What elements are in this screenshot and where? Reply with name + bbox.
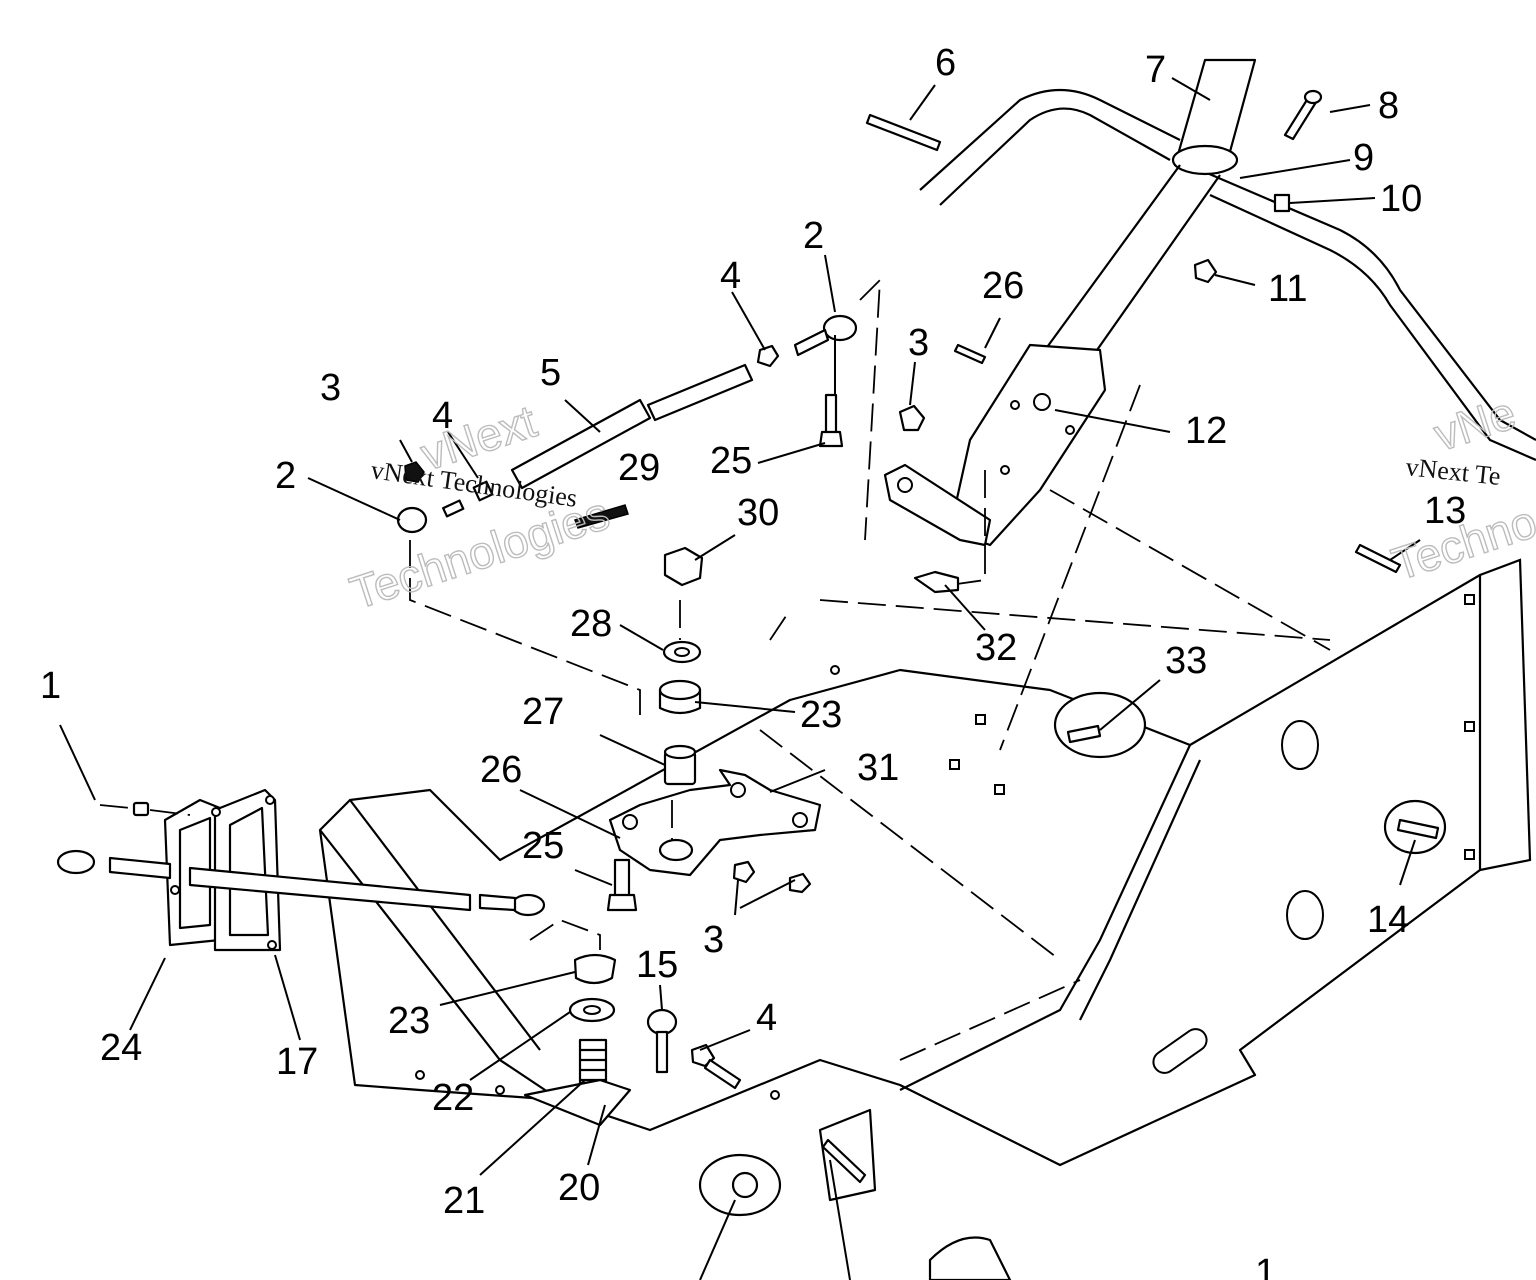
plate-20 (523, 1078, 632, 1127)
jam-nut (756, 344, 780, 368)
callout-22: 22 (432, 1077, 474, 1119)
callout-2: 2 (275, 455, 296, 497)
fitting-32 (913, 570, 960, 594)
callout-30: 30 (737, 492, 779, 534)
callout-26: 26 (982, 265, 1024, 307)
callout-1: 1 (1255, 1252, 1276, 1280)
callout-3: 3 (908, 322, 929, 364)
rod-end (822, 314, 858, 342)
callouts: 1 2 2 3 3 3 4 4 4 5 6 7 8 9 10 11 12 13 … (40, 42, 1466, 1280)
callout-4: 4 (756, 997, 777, 1039)
frame-hole (1286, 890, 1324, 940)
tie-rod-end-left (56, 849, 96, 875)
callout-2: 2 (803, 215, 824, 257)
callout-26: 26 (480, 749, 522, 791)
nut-11 (1193, 258, 1218, 284)
pivot-stack (523, 546, 822, 1127)
callout-24: 24 (100, 1027, 142, 1069)
left-assembly (56, 788, 546, 952)
frame-hole (1281, 720, 1319, 770)
callout-13: 13 (1424, 490, 1466, 532)
callout-5: 5 (540, 352, 561, 394)
callout-23: 23 (388, 1000, 430, 1042)
pin-26 (953, 343, 987, 365)
callout-3: 3 (320, 367, 341, 409)
callout-4: 4 (720, 255, 741, 297)
bolt-29 (574, 504, 629, 529)
lower-bracket (818, 1108, 877, 1202)
nut-3 (732, 860, 756, 884)
tie-rod-tube-end (646, 363, 754, 422)
callout-28: 28 (570, 603, 612, 645)
bushing-23-lower (573, 953, 617, 985)
fitting-1 (132, 801, 150, 817)
tie-rod (396, 314, 858, 720)
bolt (824, 393, 838, 437)
callout-14: 14 (1367, 899, 1409, 941)
callout-32: 32 (975, 627, 1017, 669)
callout-3: 3 (703, 919, 724, 961)
bolt-25 (613, 858, 631, 900)
callout-20: 20 (558, 1167, 600, 1209)
frame-slot (1152, 1028, 1208, 1074)
callout-17: 17 (276, 1041, 318, 1083)
watermark-small-right: vNext Te (1404, 452, 1502, 491)
callout-25: 25 (522, 825, 564, 867)
callout-33: 33 (1165, 640, 1207, 682)
callout-7: 7 (1145, 49, 1166, 91)
callout-9: 9 (1353, 137, 1374, 179)
leader-lines (59, 77, 1421, 1280)
callout-1: 1 (40, 665, 61, 707)
nut-3 (788, 872, 812, 894)
bolt-15 (646, 1008, 678, 1036)
rod-end-left (396, 506, 428, 534)
callout-6: 6 (935, 42, 956, 84)
callout-4: 4 (432, 395, 453, 437)
callout-15: 15 (636, 944, 678, 986)
tie-rod-lower (188, 866, 472, 912)
callout-27: 27 (522, 691, 564, 733)
nut-left (404, 461, 425, 483)
handlebar-clamp (1171, 144, 1239, 176)
callout-23: 23 (800, 694, 842, 736)
bolt-6 (865, 113, 942, 152)
callout-29: 29 (618, 447, 660, 489)
callout-25: 25 (710, 440, 752, 482)
callout-31: 31 (857, 747, 899, 789)
nut-10 (1273, 193, 1291, 213)
chassis-frame (318, 489, 1532, 1167)
fasteners (646, 89, 1447, 1280)
handlebar (859, 58, 1536, 751)
tie-rod-end-right (510, 893, 546, 917)
watermark-right-line1: vNe (1428, 386, 1522, 461)
callout-10: 10 (1380, 178, 1422, 220)
steering-bracket (948, 343, 1107, 547)
callout-12: 12 (1185, 410, 1227, 452)
nut-3-top (898, 404, 926, 432)
callout-11: 11 (1268, 268, 1307, 310)
tie-rod-tube (510, 398, 652, 490)
callout-21: 21 (443, 1180, 485, 1222)
callout-8: 8 (1378, 85, 1399, 127)
bolt-13 (1354, 543, 1402, 574)
nut-30 (663, 546, 704, 587)
